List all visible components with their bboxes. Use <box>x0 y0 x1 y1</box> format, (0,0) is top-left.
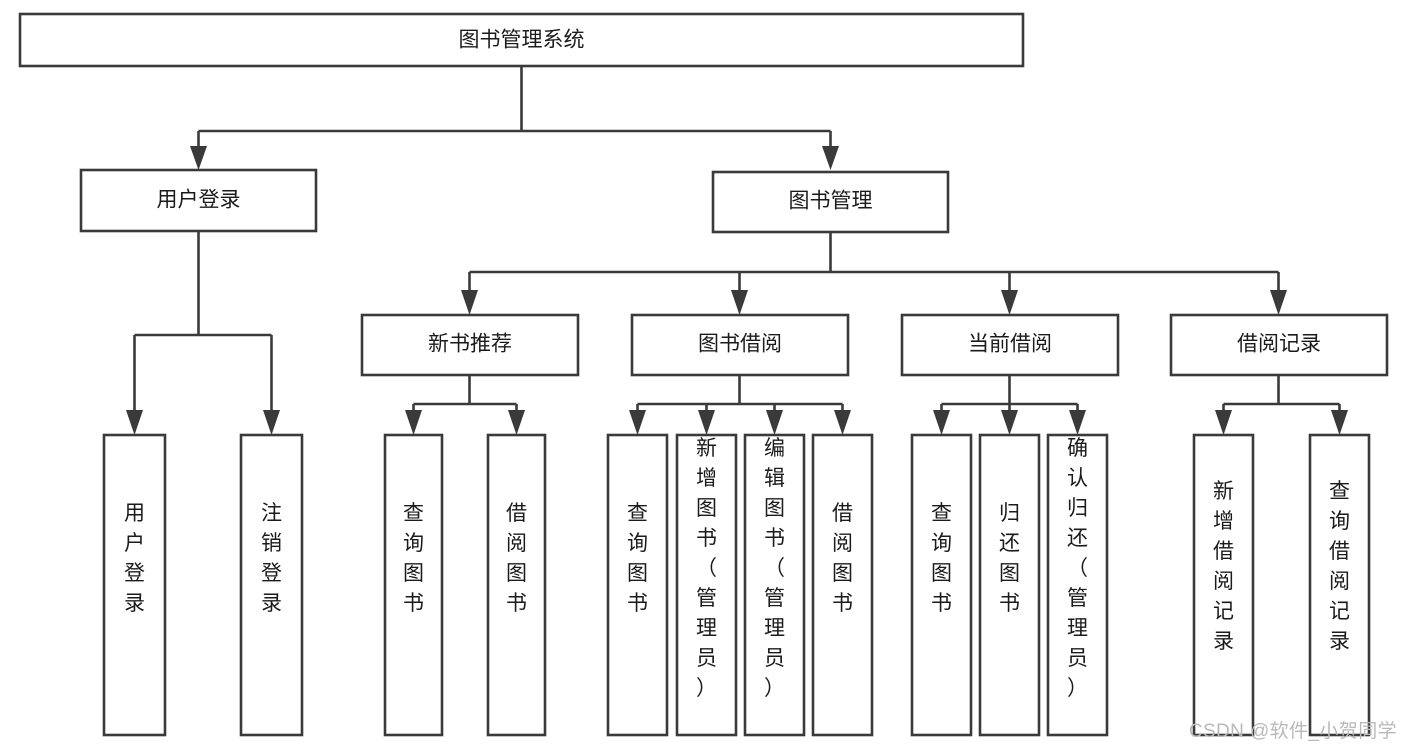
arrow-book-borrow-leaf1 <box>629 410 646 435</box>
node-book-manage[interactable]: 图书管理 <box>711 170 950 234</box>
arrow-book-borrow-leaf2 <box>698 410 715 435</box>
leaf-box[interactable] <box>978 433 1041 737</box>
borrow-record-label: 借阅记录 <box>1237 333 1321 356</box>
current-borrow-box[interactable] <box>900 313 1120 377</box>
leaf-box[interactable] <box>606 433 669 737</box>
leaf-box[interactable] <box>675 433 738 737</box>
user-login-box[interactable] <box>79 168 318 233</box>
new-book-recommend-box[interactable] <box>360 313 580 377</box>
arrow-current-borrow-leaf2 <box>1001 410 1018 435</box>
leaf-label: 借阅图书 <box>832 502 853 615</box>
leaf-box[interactable] <box>743 433 806 737</box>
leaf-user-login-login[interactable]: 用户登录 <box>102 433 167 737</box>
leaf-box[interactable] <box>811 433 874 737</box>
current-borrow-label: 当前借阅 <box>968 333 1052 356</box>
user-login-label: 用户登录 <box>157 189 241 212</box>
leaf-label: 新增图书（管理员） <box>696 437 717 700</box>
arrow-user-login-leaf1 <box>126 410 143 435</box>
book-manage-label: 图书管理 <box>789 190 873 213</box>
connector-layer <box>126 66 1348 435</box>
arrow-to-book-borrow <box>731 290 748 315</box>
leaf-box[interactable] <box>239 433 304 737</box>
leaf-label: 新增借阅记录 <box>1213 480 1234 653</box>
book-manage-box[interactable] <box>711 170 950 234</box>
leaf-book-borrow-lend[interactable]: 借阅图书 <box>811 433 874 737</box>
arrow-to-book-manage <box>822 146 839 170</box>
node-borrow-record[interactable]: 借阅记录 <box>1169 313 1389 377</box>
node-root[interactable]: 图书管理系统 <box>18 12 1025 68</box>
leaf-label: 编辑图书（管理员） <box>764 437 785 700</box>
leaf-label: 归还图书 <box>999 502 1020 615</box>
node-new-book-recommend[interactable]: 新书推荐 <box>360 313 580 377</box>
leaf-label: 查询图书 <box>627 502 648 615</box>
leaf-box[interactable] <box>910 433 973 737</box>
leaf-current-borrow-query[interactable]: 查询图书 <box>910 433 973 737</box>
leaf-user-login-logout[interactable]: 注销登录 <box>239 433 304 737</box>
arrow-to-current-borrow <box>1001 290 1018 315</box>
arrow-book-borrow-leaf4 <box>834 410 851 435</box>
leaf-box[interactable] <box>102 433 167 737</box>
leaf-box[interactable] <box>486 433 547 737</box>
leaf-book-borrow-query[interactable]: 查询图书 <box>606 433 669 737</box>
new-book-recommend-label: 新书推荐 <box>428 333 512 356</box>
arrow-new-book-leaf1 <box>405 410 422 435</box>
leaf-book-borrow-edit[interactable]: 编辑图书（管理员） <box>743 433 806 737</box>
arrow-to-borrow-record <box>1270 290 1287 315</box>
leaf-box[interactable] <box>383 433 444 737</box>
arrow-to-user-login <box>190 146 207 170</box>
node-user-login[interactable]: 用户登录 <box>79 168 318 233</box>
leaf-current-borrow-confirm[interactable]: 确认归还（管理员） <box>1046 433 1109 737</box>
arrow-to-new-book <box>461 290 478 315</box>
node-book-borrow[interactable]: 图书借阅 <box>630 313 850 377</box>
csdn-watermark: CSDN @软件_小贺同学 <box>1188 721 1397 742</box>
arrow-new-book-leaf2 <box>508 410 525 435</box>
leaf-label: 注销登录 <box>261 502 282 615</box>
node-current-borrow[interactable]: 当前借阅 <box>900 313 1120 377</box>
arrow-borrow-record-leaf2 <box>1331 410 1348 435</box>
leaf-box[interactable] <box>1308 433 1371 737</box>
root-box[interactable] <box>18 12 1025 68</box>
arrow-borrow-record-leaf1 <box>1215 410 1232 435</box>
leaf-borrow-record-query[interactable]: 查询借阅记录 <box>1308 433 1371 737</box>
leaf-new-book-borrow[interactable]: 借阅图书 <box>486 433 547 737</box>
arrow-current-borrow-leaf1 <box>933 410 950 435</box>
leaf-label: 查询图书 <box>931 502 952 615</box>
leaf-label: 确认归还（管理员） <box>1067 437 1088 700</box>
arrow-current-borrow-leaf3 <box>1069 410 1086 435</box>
arrow-book-borrow-leaf3 <box>766 410 783 435</box>
root-label: 图书管理系统 <box>459 29 585 52</box>
leaf-box[interactable] <box>1046 433 1109 737</box>
book-borrow-label: 图书借阅 <box>698 333 782 356</box>
leaf-borrow-record-add[interactable]: 新增借阅记录 <box>1192 433 1255 737</box>
book-borrow-box[interactable] <box>630 313 850 377</box>
leaf-current-borrow-return[interactable]: 归还图书 <box>978 433 1041 737</box>
leaf-new-book-query[interactable]: 查询图书 <box>383 433 444 737</box>
leaf-label: 查询借阅记录 <box>1329 480 1350 653</box>
arrow-user-login-leaf2 <box>263 410 280 435</box>
leaf-book-borrow-add[interactable]: 新增图书（管理员） <box>675 433 738 737</box>
leaf-label: 用户登录 <box>124 502 145 615</box>
leaf-label: 借阅图书 <box>506 502 527 615</box>
borrow-record-box[interactable] <box>1169 313 1389 377</box>
leaf-label: 查询图书 <box>403 502 424 615</box>
leaf-box[interactable] <box>1192 433 1255 737</box>
